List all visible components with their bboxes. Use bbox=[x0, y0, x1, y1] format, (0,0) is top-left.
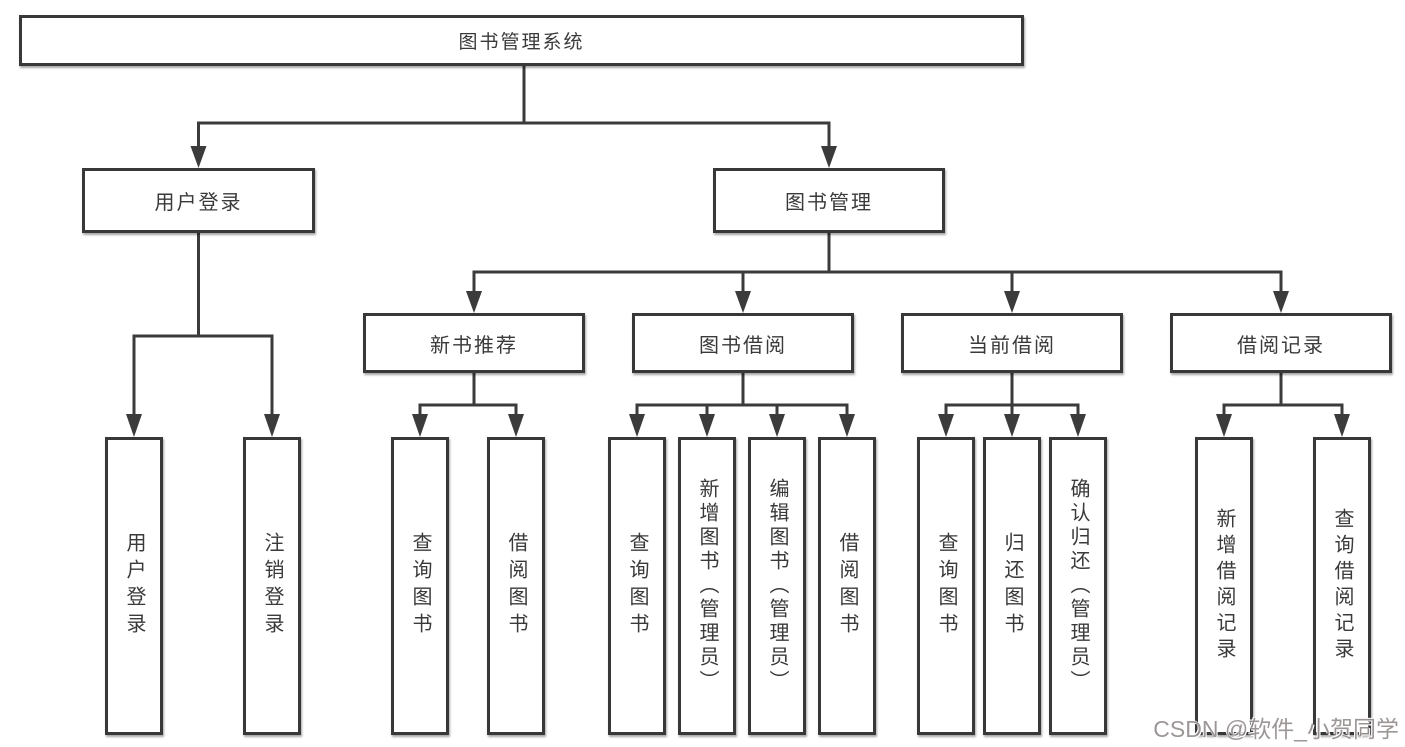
arrowhead bbox=[699, 414, 715, 437]
node-book-management: 图书管理 bbox=[713, 168, 945, 233]
arrowhead bbox=[735, 291, 751, 313]
leaf-borrow-books-recommend: 借阅图书 bbox=[487, 437, 545, 735]
node-book-borrowing: 图书借阅 bbox=[632, 313, 854, 373]
arrowhead bbox=[769, 414, 785, 437]
arrowhead bbox=[629, 414, 645, 437]
arrowhead bbox=[466, 291, 482, 313]
arrowhead bbox=[821, 146, 837, 168]
arrowhead bbox=[190, 146, 207, 168]
arrowhead bbox=[1273, 291, 1289, 313]
node-new-book-recommend: 新书推荐 bbox=[363, 313, 585, 373]
arrowhead bbox=[1004, 414, 1020, 437]
csdn-watermark: CSDN @软件_小贺同学 bbox=[1153, 716, 1399, 742]
leaf-query-books-current: 查询图书 bbox=[917, 437, 975, 735]
node-borrow-records: 借阅记录 bbox=[1170, 313, 1392, 373]
leaf-edit-book-admin: 编辑图书（管理员） bbox=[748, 437, 806, 735]
leaf-logout: 注销登录 bbox=[243, 437, 301, 735]
leaf-query-books-recommend: 查询图书 bbox=[391, 437, 449, 735]
leaf-query-borrow-record: 查询借阅记录 bbox=[1313, 437, 1371, 735]
leaf-return-books: 归还图书 bbox=[983, 437, 1041, 735]
arrowhead bbox=[938, 414, 954, 437]
arrowhead bbox=[1334, 414, 1350, 437]
node-library-management-system: 图书管理系统 bbox=[19, 15, 1024, 66]
leaf-add-borrow-record: 新增借阅记录 bbox=[1195, 437, 1253, 735]
arrowhead bbox=[126, 414, 142, 437]
arrowhead bbox=[1070, 414, 1086, 437]
node-current-borrowing: 当前借阅 bbox=[901, 313, 1123, 373]
leaf-user-login: 用户登录 bbox=[105, 437, 163, 735]
arrowhead bbox=[1004, 291, 1020, 313]
leaf-query-books-borrow: 查询图书 bbox=[608, 437, 666, 735]
arrowhead bbox=[508, 414, 524, 437]
node-user-login: 用户登录 bbox=[82, 168, 315, 233]
arrowhead bbox=[839, 414, 855, 437]
arrowhead bbox=[412, 414, 428, 437]
leaf-add-book-admin: 新增图书（管理员） bbox=[678, 437, 736, 735]
leaf-borrow-books-borrow: 借阅图书 bbox=[818, 437, 876, 735]
arrowhead bbox=[1216, 414, 1232, 437]
leaf-confirm-return-admin: 确认归还（管理员） bbox=[1049, 437, 1107, 735]
arrowhead bbox=[264, 414, 280, 437]
